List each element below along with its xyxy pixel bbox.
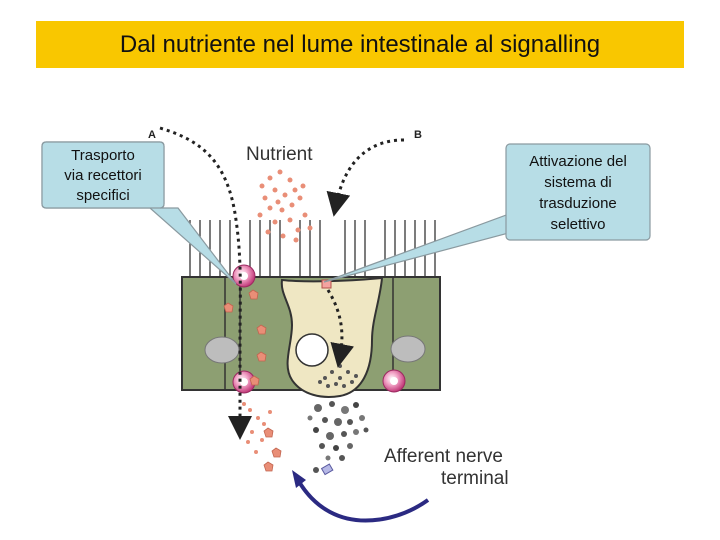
pathway-a-arrow [159, 126, 252, 440]
apical-receptor [321, 279, 332, 289]
pathway-b-arrow [326, 138, 405, 217]
afferent-nerve-terminal [296, 478, 430, 523]
callout-right: Attivazione del sistema di trasduzione s… [323, 143, 651, 283]
callout-right-line3: trasduzione [539, 195, 617, 212]
callout-right-line1: Attivazione del [529, 153, 627, 170]
microvilli [189, 220, 436, 278]
nutrient-label: Nutrient [246, 144, 313, 165]
callout-left-line1: Trasporto [71, 147, 135, 164]
callout-left: Trasporto via recettori specifici [41, 141, 237, 285]
callout-right-line2: sistema di [544, 174, 612, 191]
panel-b-label: B [414, 129, 422, 141]
callout-right-line4: selettivo [550, 216, 605, 233]
callout-left-line3: specifici [76, 187, 129, 204]
nutrient-particles [257, 169, 313, 243]
nucleus-left [204, 336, 240, 364]
callout-left-line2: via recettori [64, 167, 142, 184]
pathway-arrows [159, 126, 405, 440]
nucleus-right [390, 335, 426, 363]
secretory-granules [318, 364, 358, 388]
cell-nucleus [295, 333, 329, 367]
afferent-label-line1: Afferent nerve [384, 446, 503, 467]
released-hormones [307, 401, 369, 473]
title-bar: Dal nutriente nel lume intestinale al si… [36, 21, 684, 68]
page-title: Dal nutriente nel lume intestinale al si… [119, 30, 601, 58]
afferent-label-line2: terminal [441, 468, 509, 489]
enteroendocrine-cell [280, 276, 384, 398]
nerve-receptor [320, 463, 334, 476]
absorbed-nutrient-dots [242, 402, 272, 454]
panel-a-label: A [148, 129, 156, 141]
